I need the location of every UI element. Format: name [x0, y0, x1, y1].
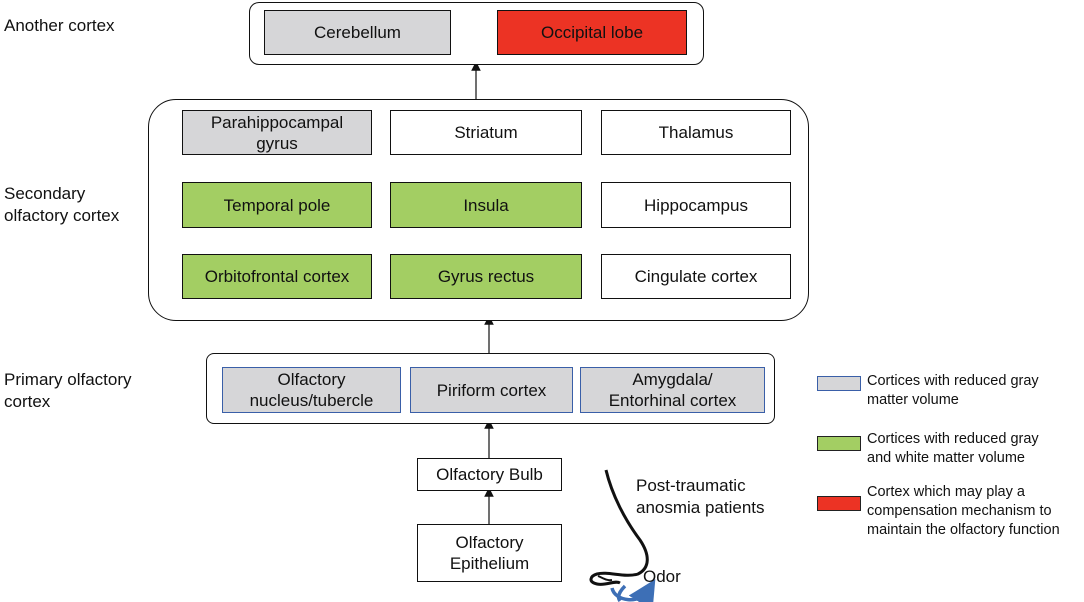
legend-gray-line2: matter volume	[867, 392, 959, 408]
parahippocampal-line2: gyrus	[256, 133, 298, 153]
piriform-cortex-box: Piriform cortex	[410, 367, 573, 413]
legend-green-line1: Cortices with reduced gray	[867, 431, 1039, 447]
odor-label: Odor	[643, 567, 681, 586]
cerebellum-box: Cerebellum	[264, 10, 451, 55]
thalamus-box: Thalamus	[601, 110, 791, 155]
occipital-lobe-box: Occipital lobe	[497, 10, 687, 55]
legend-gray-swatch	[817, 376, 861, 391]
hippocampus-box: Hippocampus	[601, 182, 791, 228]
label-primary-line1: Primary olfactory	[4, 370, 132, 389]
epithelium-line2: Epithelium	[449, 554, 530, 573]
legend-gray-line1: Cortices with reduced gray	[867, 373, 1039, 389]
orbitofrontal-cortex-box: Orbitofrontal cortex	[182, 254, 372, 299]
patients-line1: Post-traumatic	[636, 476, 746, 495]
olfactory-nucleus-line1: Olfactory	[277, 370, 346, 389]
gyrus-rectus-box: Gyrus rectus	[390, 254, 582, 299]
amygdala-entorhinal-box: Amygdala/ Entorhinal cortex	[580, 367, 765, 413]
nose-outline	[589, 469, 649, 586]
parahippocampal-gyrus-box: Parahippocampal gyrus	[182, 110, 372, 155]
odor-arrow	[610, 579, 656, 602]
legend-red-line2: compensation mechanism to	[867, 503, 1052, 519]
olfactory-epithelium-box: Olfactory Epithelium	[417, 524, 562, 582]
temporal-pole-box: Temporal pole	[182, 182, 372, 228]
legend-green-swatch	[817, 436, 861, 451]
legend-green-line2: and white matter volume	[867, 450, 1025, 466]
epithelium-line1: Olfactory	[455, 533, 524, 552]
label-secondary-line2: olfactory cortex	[4, 206, 120, 225]
olfactory-nucleus-line2: nucleus/tubercle	[249, 391, 374, 410]
legend-red-swatch	[817, 496, 861, 511]
insula-box: Insula	[390, 182, 582, 228]
label-another-cortex: Another cortex	[4, 16, 115, 35]
label-primary-line2: cortex	[4, 392, 51, 411]
olfactory-bulb-box: Olfactory Bulb	[417, 458, 562, 491]
olfactory-nucleus-box: Olfactory nucleus/tubercle	[222, 367, 401, 413]
amygdala-line2: Entorhinal cortex	[608, 391, 737, 410]
striatum-box: Striatum	[390, 110, 582, 155]
legend-red-line1: Cortex which may play a	[867, 484, 1025, 500]
cingulate-cortex-box: Cingulate cortex	[601, 254, 791, 299]
patients-line2: anosmia patients	[636, 498, 765, 517]
legend-red-line3: maintain the olfactory function	[867, 522, 1060, 538]
amygdala-line1: Amygdala/	[632, 370, 713, 389]
label-secondary-line1: Secondary	[4, 184, 86, 203]
parahippocampal-line1: Parahippocampal	[210, 112, 344, 132]
